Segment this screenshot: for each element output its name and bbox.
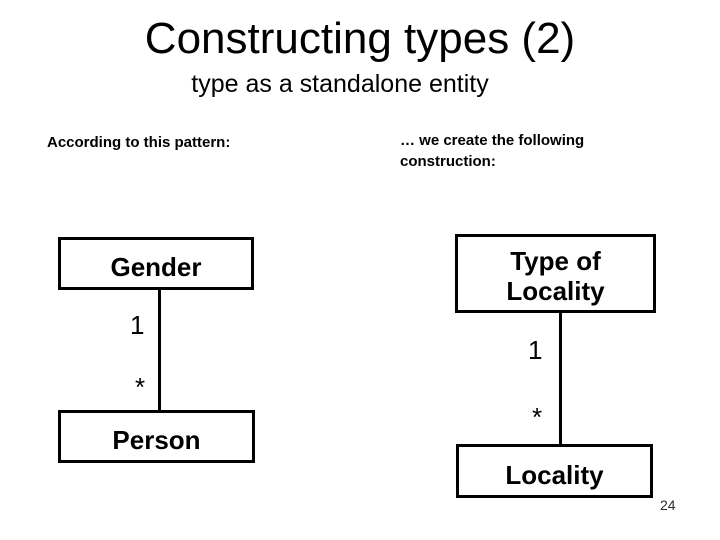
uml-class-box-locality: Locality [456, 444, 653, 498]
multiplicity-label-locality-many: * [532, 402, 543, 432]
uml-class-box-person: Person [58, 410, 255, 463]
right-construction-caption: … we create the following construction: [400, 132, 585, 170]
gender-person-connector-line [158, 290, 161, 410]
page-number: 24 [660, 497, 676, 513]
slide-subtitle: type as a standalone entity [191, 70, 489, 98]
left-pattern-caption: According to this pattern: [47, 134, 231, 151]
typeoflocality-locality-connector-line [559, 313, 562, 444]
uml-class-box-gender: Gender [58, 237, 254, 290]
uml-class-box-type-of-locality: Type of Locality [455, 234, 656, 313]
uml-class-label-gender: Gender [110, 252, 202, 282]
uml-class-label-type-of-locality: Type of Locality [506, 246, 605, 306]
uml-class-label-person: Person [112, 425, 201, 455]
multiplicity-label-gender-one: 1 [130, 310, 145, 340]
slide-title: Constructing types (2) [144, 14, 576, 63]
multiplicity-label-person-many: * [135, 372, 146, 402]
multiplicity-label-typeoflocality-one: 1 [528, 335, 543, 365]
uml-class-label-locality: Locality [505, 459, 604, 490]
